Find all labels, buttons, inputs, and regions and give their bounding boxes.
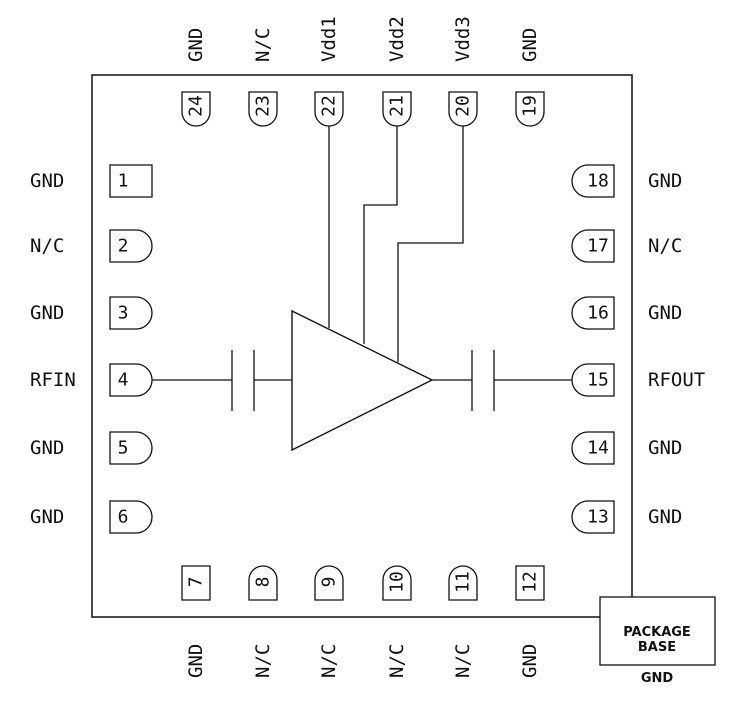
- pin-number-12: 12: [520, 571, 541, 593]
- pad-pin-15: [571, 363, 615, 397]
- pin-label-17: N/C: [648, 235, 682, 257]
- package-base-box: [599, 596, 716, 666]
- pad-pin-9: [314, 565, 344, 601]
- pin-number-16: 16: [587, 303, 609, 324]
- pin-label-6: GND: [30, 506, 64, 528]
- pad-pin-14: [571, 431, 615, 465]
- pad-pin-23: [248, 91, 278, 127]
- pin-number-7: 7: [186, 577, 207, 588]
- pin-label-1: GND: [30, 170, 64, 192]
- output-capacitor: [432, 350, 572, 411]
- pin-label-20: Vdd3: [452, 16, 474, 62]
- pad-pin-5: [109, 431, 153, 465]
- pad-pin-6: [109, 500, 153, 534]
- pad-pin-16: [571, 296, 615, 330]
- pad-pin-7: [181, 565, 211, 601]
- pin-number-14: 14: [587, 438, 609, 459]
- pin-number-21: 21: [387, 95, 408, 117]
- pin-label-9: N/C: [318, 644, 340, 678]
- pin-number-10: 10: [387, 571, 408, 593]
- pin-label-8: N/C: [252, 644, 274, 678]
- pin-number-8: 8: [253, 577, 274, 588]
- pad-pin-21: [382, 91, 412, 127]
- pin-label-5: GND: [30, 437, 64, 459]
- pad-pin-22: [314, 91, 344, 127]
- pin-label-11: N/C: [452, 644, 474, 678]
- pin-number-24: 24: [186, 95, 207, 117]
- pad-pin-8: [248, 565, 278, 601]
- package-base-line1: PACKAGE: [623, 625, 691, 640]
- pin-number-5: 5: [118, 438, 129, 459]
- pin-label-21: Vdd2: [386, 16, 408, 62]
- package-base-line2: BASE: [638, 640, 676, 655]
- pad-pin-20: [448, 91, 478, 127]
- pad-pin-4: [109, 363, 153, 397]
- pad-pin-11: [448, 565, 478, 601]
- pin-number-2: 2: [118, 236, 129, 257]
- pin-label-10: N/C: [386, 644, 408, 678]
- pin-label-15: RFOUT: [648, 369, 705, 391]
- pin-number-18: 18: [587, 171, 609, 192]
- pin-number-19: 19: [520, 95, 541, 117]
- amplifier-triangle: [291, 309, 434, 452]
- pin-number-9: 9: [319, 577, 340, 588]
- pad-pin-19: [515, 91, 545, 127]
- pad-pin-3: [109, 296, 153, 330]
- pad-pin-13: [571, 500, 615, 534]
- pin-number-1: 1: [118, 171, 129, 192]
- input-capacitor: [152, 350, 292, 411]
- package-base: PACKAGE BASE GND: [599, 596, 716, 686]
- pad-pin-24: [181, 91, 211, 127]
- pin-label-4: RFIN: [30, 369, 76, 391]
- pin-label-13: GND: [648, 506, 682, 528]
- package-body: [91, 74, 633, 618]
- pin-number-17: 17: [587, 236, 609, 257]
- pin-label-24: GND: [185, 28, 207, 62]
- pad-pin-10: [382, 565, 412, 601]
- pin-number-11: 11: [453, 571, 474, 593]
- pin-label-2: N/C: [30, 235, 64, 257]
- pad-pin-18: [571, 164, 615, 198]
- pin-label-22: Vdd1: [318, 16, 340, 62]
- pin-label-18: GND: [648, 170, 682, 192]
- pin-label-12: GND: [519, 644, 541, 678]
- pin-label-3: GND: [30, 302, 64, 324]
- vdd-bias-lines: [328, 126, 464, 362]
- pin-number-3: 3: [118, 303, 129, 324]
- pin-label-14: GND: [648, 437, 682, 459]
- pin-number-22: 22: [319, 95, 340, 117]
- pin-label-16: GND: [648, 302, 682, 324]
- package-base-pin: GND: [641, 671, 674, 686]
- pad-pin-17: [571, 229, 615, 263]
- pin-number-13: 13: [587, 507, 609, 528]
- pin-label-19: GND: [519, 28, 541, 62]
- pin-label-23: N/C: [252, 28, 274, 62]
- pad-pin-2: [109, 229, 153, 263]
- pin-number-20: 20: [453, 95, 474, 117]
- pad-pin-12: [515, 565, 545, 601]
- pin-number-15: 15: [587, 370, 609, 391]
- pin-number-6: 6: [118, 507, 129, 528]
- pad-pin-1: [109, 164, 153, 198]
- pin-label-7: GND: [185, 644, 207, 678]
- pin-number-23: 23: [253, 95, 274, 117]
- pin-number-4: 4: [118, 370, 129, 391]
